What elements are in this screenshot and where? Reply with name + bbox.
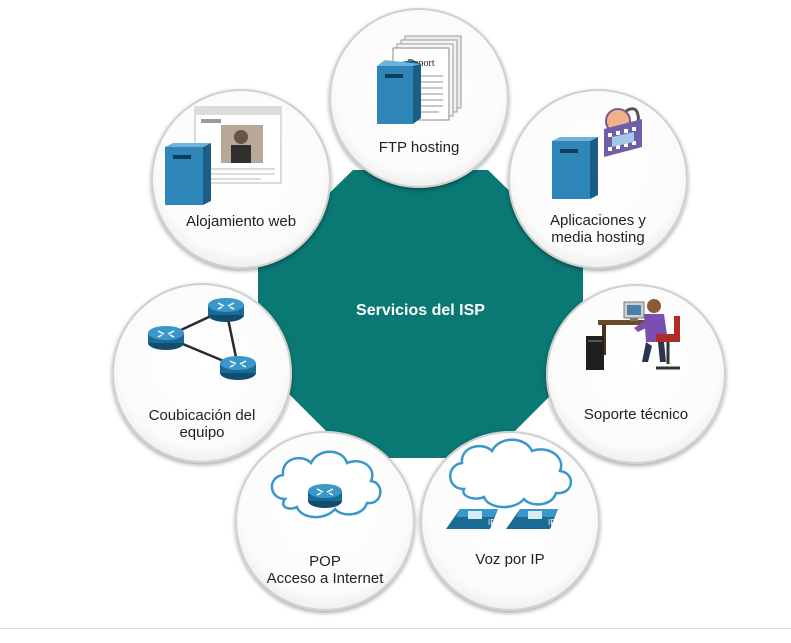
- voip-label: Voz por IP: [475, 551, 545, 568]
- ip-phone-icon: IP: [506, 509, 558, 529]
- hub-title: Servicios del ISP: [356, 302, 485, 319]
- ftp-hosting-label: FTP hosting: [378, 139, 460, 156]
- service-app-media-hosting[interactable]: Aplicaciones y media hosting: [508, 89, 688, 269]
- isp-services-hub: Servicios del ISP: [258, 168, 583, 458]
- colocation-illustration: [148, 298, 256, 380]
- server-icon: [165, 143, 211, 205]
- service-web-hosting[interactable]: Alojamiento web: [151, 89, 331, 269]
- voip-illustration: IP IP: [446, 438, 572, 529]
- cloud-icon: [449, 438, 572, 509]
- service-voip[interactable]: IP IP Voz por IP: [420, 431, 600, 611]
- service-pop-internet-access[interactable]: POP Acceso a Internet: [235, 431, 415, 611]
- router-icon: [308, 484, 342, 508]
- colocation-label-line2: equipo: [179, 424, 225, 441]
- phone-badge-1: IP: [488, 518, 496, 527]
- service-ftp-hosting[interactable]: Report FTP hosting: [329, 8, 509, 188]
- colocation-label-line1: Coubicación del: [148, 407, 256, 424]
- colocation-label: Coubicación del equipo: [126, 407, 278, 441]
- server-icon: [552, 137, 598, 199]
- tech-support-label: Soporte técnico: [583, 406, 689, 423]
- technician-icon: [586, 299, 680, 370]
- service-colocation[interactable]: Coubicación del equipo: [112, 283, 292, 463]
- server-icon: [377, 60, 421, 124]
- media-film-icon: [604, 107, 642, 157]
- ftp-illustration: Report: [377, 35, 462, 124]
- hub-shape: [258, 170, 583, 458]
- web-hosting-label: Alojamiento web: [185, 213, 297, 230]
- bottom-divider: [0, 628, 791, 629]
- app-media-hosting-label: Aplicaciones y media hosting: [522, 212, 674, 246]
- pop-illustration: [270, 450, 382, 519]
- pop-label: POP Acceso a Internet: [249, 553, 401, 587]
- app-media-label-line1: Aplicaciones y: [550, 212, 646, 229]
- web-hosting-illustration: [165, 106, 282, 205]
- app-media-illustration: [552, 107, 642, 199]
- router-icon: [148, 326, 184, 350]
- phone-badge-2: IP: [548, 518, 556, 527]
- pop-label-line2: Acceso a Internet: [266, 570, 384, 587]
- service-tech-support[interactable]: Soporte técnico: [546, 284, 726, 464]
- ip-phone-icon: IP: [446, 509, 498, 529]
- report-doc-text: Report: [407, 58, 434, 69]
- router-icon: [208, 298, 244, 322]
- pop-label-line1: POP: [309, 553, 341, 570]
- tech-support-illustration: [586, 299, 680, 370]
- router-icon: [220, 356, 256, 380]
- app-media-label-line2: media hosting: [551, 229, 645, 246]
